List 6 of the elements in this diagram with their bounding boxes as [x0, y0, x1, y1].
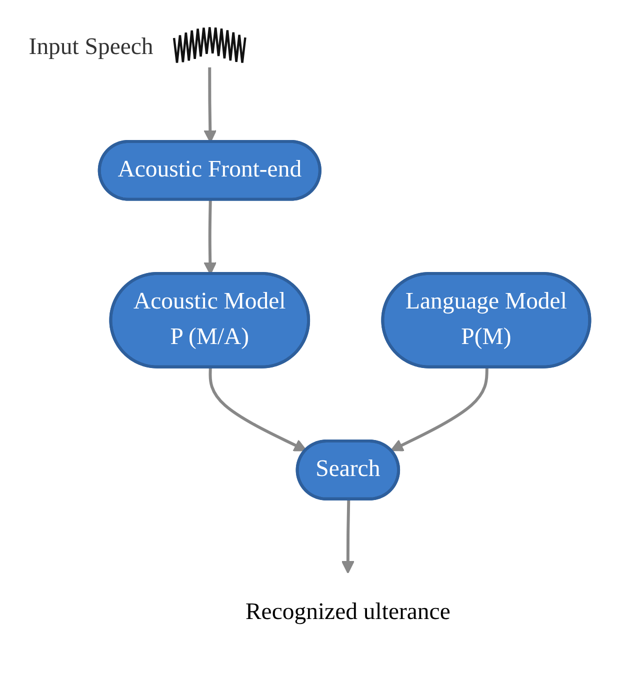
caption-text: Input Speech	[28, 34, 153, 60]
node-text: Recognized ulterance	[245, 600, 450, 625]
arrow	[390, 368, 488, 452]
arrow	[208, 368, 307, 452]
waveform-icon	[172, 26, 246, 64]
arrow	[341, 500, 354, 574]
